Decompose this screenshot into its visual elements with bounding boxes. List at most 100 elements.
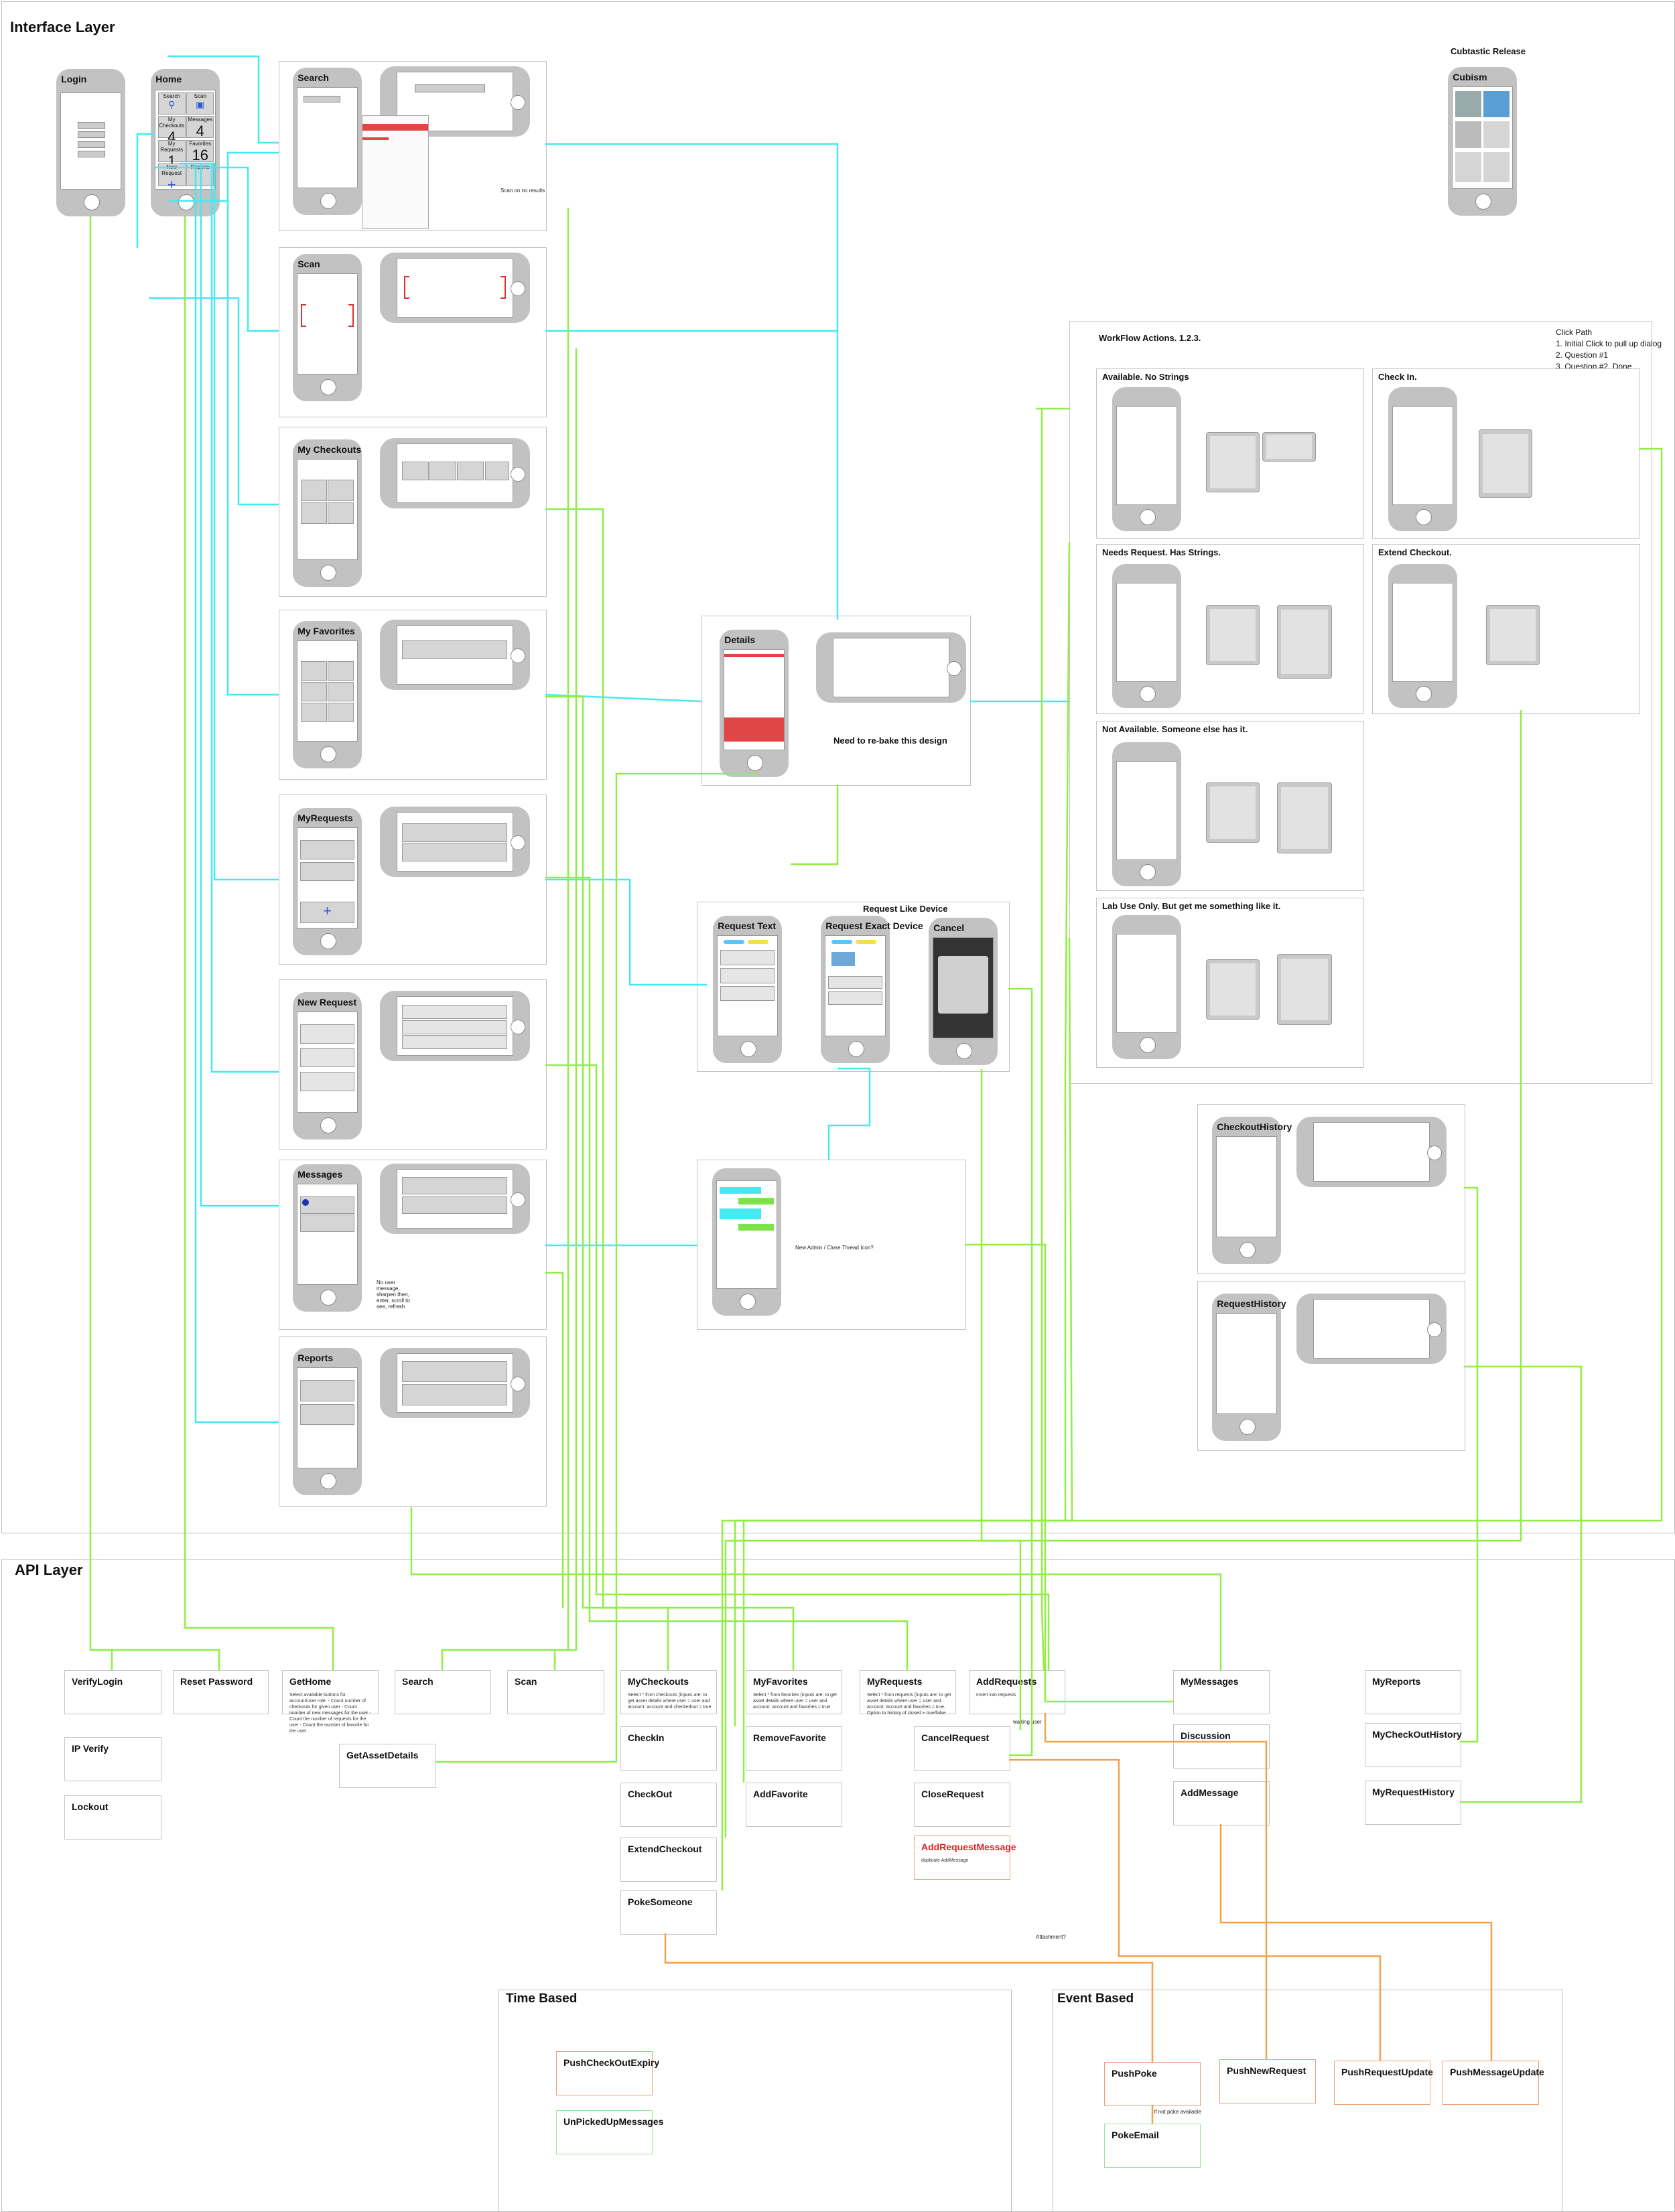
api-checkout[interactable]: CheckOut [620,1783,717,1827]
wf-available-phone [1112,387,1181,531]
api-close-request[interactable]: CloseRequest [914,1783,1010,1827]
api-get-asset-details[interactable]: GetAssetDetails [339,1744,436,1788]
home-tile-scan[interactable]: Scan▣ [186,92,214,115]
messages-phone[interactable]: Messages [293,1164,362,1312]
new-request-phone-landscape [380,991,530,1061]
api-my-reports[interactable]: MyReports [1365,1670,1461,1714]
login-phone[interactable]: Login [56,69,125,216]
api-layer-title: API Layer [15,1562,83,1578]
checkout-history-landscape [1296,1117,1447,1187]
api-ip-verify[interactable]: IP Verify [64,1737,161,1781]
details-screen-title: Details [724,634,756,645]
interface-layer-title: Interface Layer [10,19,115,36]
cubism-phone[interactable]: Cubism [1448,67,1517,216]
api-discussion[interactable]: Discussion [1173,1724,1270,1769]
checkout-history-title: CheckoutHistory [1217,1121,1292,1132]
api-scan[interactable]: Scan [507,1670,604,1714]
api-push-poke[interactable]: PushPoke [1104,2062,1201,2106]
api-unpicked-messages[interactable]: UnPickedUpMessages [556,2110,663,2154]
my-favorites-screen-title: My Favorites [297,625,355,636]
workflow-title: WorkFlow Actions. 1.2.3. [1099,333,1201,343]
api-my-request-history[interactable]: MyRequestHistory [1365,1781,1461,1825]
camera-icon: ▣ [196,98,205,110]
my-checkouts-screen-title: My Checkouts [297,443,362,455]
api-verify-login[interactable]: VerifyLogin [64,1670,161,1714]
messages-screen-title: Messages [297,1168,343,1180]
reports-phone[interactable]: Reports [293,1348,362,1495]
chat-phone[interactable] [712,1168,781,1316]
request-exact-phone[interactable]: Request Exact Device [821,916,923,1063]
poke-note: If not poke available [1154,2109,1202,2115]
wf-checkin-dialog [1479,429,1532,498]
api-my-messages[interactable]: MyMessages [1173,1670,1270,1714]
api-push-checkout-expiry[interactable]: PushCheckOutExpiry [556,2051,659,2095]
wf-needs-dialog-1 [1206,605,1260,665]
home-title: Home [155,73,182,84]
api-reset-password[interactable]: Reset Password [173,1670,269,1714]
wf-available-dialog-2 [1262,432,1316,462]
search-icon: ⚲ [168,98,176,110]
api-lockout[interactable]: Lockout [64,1795,161,1840]
cancel-screen-title: Cancel [933,922,965,933]
my-favorites-phone-landscape [380,620,530,690]
api-remove-favorite[interactable]: RemoveFavorite [746,1726,842,1771]
request-like-device-title: Request Like Device [863,904,948,914]
details-phone[interactable]: Details [720,630,789,777]
new-request-screen-title: New Request [297,996,357,1008]
api-add-message[interactable]: AddMessage [1173,1781,1270,1825]
search-screen-title: Search [297,72,329,83]
my-requests-screen-title: MyRequests [297,812,353,823]
checkout-history-phone[interactable]: CheckoutHistory [1212,1117,1292,1264]
search-results-list [362,115,429,229]
api-extend-checkout[interactable]: ExtendCheckout [620,1838,717,1882]
wf-checkin-phone [1388,387,1457,531]
chat-note: New Admin / Close Thread Icon? [795,1245,874,1251]
wf-not-available-dialog-2 [1277,782,1332,853]
my-favorites-phone[interactable]: My Favorites [293,621,362,768]
search-phone[interactable]: Search [293,68,362,215]
my-checkouts-phone-landscape [380,438,530,508]
my-checkouts-phone[interactable]: My Checkouts [293,439,362,587]
rebake-note: Need to re-bake this design [833,736,947,746]
scan-phone[interactable]: Scan [293,254,362,401]
reports-screen-title: Reports [297,1352,334,1363]
api-push-request-update[interactable]: PushRequestUpdate [1334,2061,1433,2105]
api-checkin[interactable]: CheckIn [620,1726,717,1771]
api-poke-someone[interactable]: PokeSomeone [620,1890,717,1935]
api-add-favorite[interactable]: AddFavorite [746,1783,842,1827]
api-push-message-update[interactable]: PushMessageUpdate [1443,2061,1544,2105]
new-request-phone[interactable]: New Request [293,992,362,1139]
orange-connectors [664,1713,1493,2124]
event-based-title: Event Based [1057,1992,1134,2006]
request-text-phone[interactable]: Request Text [713,916,782,1063]
cubism-screen-title: Cubism [1453,71,1487,82]
cancel-phone[interactable]: Cancel [929,918,998,1065]
time-based-title: Time Based [506,1992,578,2006]
my-requests-phone[interactable]: MyRequests+ [293,808,362,955]
wf-available-dialog-1 [1206,432,1260,492]
request-history-phone[interactable]: RequestHistory [1212,1294,1286,1441]
request-history-landscape [1296,1294,1447,1364]
api-cancel-request[interactable]: CancelRequest [914,1726,1010,1771]
wf-needs-phone [1112,564,1181,708]
wf-not-available-dialog-1 [1206,782,1260,843]
reports-phone-landscape [380,1348,530,1418]
api-search[interactable]: Search [395,1670,491,1714]
api-my-checkout-history[interactable]: MyCheckOutHistory [1365,1723,1462,1767]
messages-note: No user message, sharpen then, enter, sc… [377,1280,410,1310]
api-push-new-request[interactable]: PushNewRequest [1219,2059,1316,2103]
waiting-note: waiting user [1013,1719,1042,1725]
wf-extend-phone [1388,564,1457,708]
home-tile-search[interactable]: Search⚲ [157,92,186,115]
api-poke-email[interactable]: PokeEmail [1104,2124,1201,2168]
